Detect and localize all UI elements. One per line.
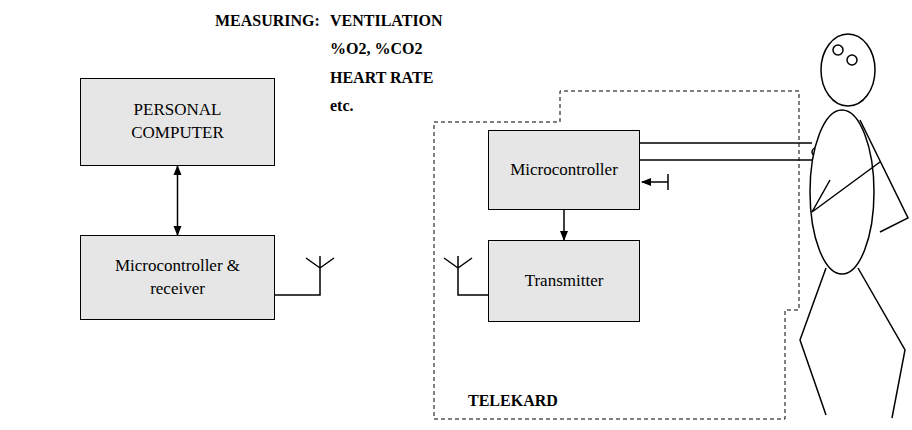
figure-leg	[800, 268, 826, 415]
box-label: Microcontroller	[510, 159, 618, 182]
heading-label: MEASURING:	[215, 12, 320, 30]
dashed-outline	[434, 91, 799, 419]
figure-head	[821, 34, 875, 106]
figure-arm	[812, 162, 880, 212]
box-label: Transmitter	[525, 270, 604, 293]
box-label: PERSONAL COMPUTER	[113, 99, 243, 145]
heart-rate-wire	[642, 181, 668, 183]
antenna-wire	[458, 268, 488, 295]
system-boundary: TELEKARD MicrocontrollerTransmitter	[433, 90, 800, 420]
process-box: Microcontroller & receiver	[80, 235, 275, 320]
process-box: Microcontroller	[488, 130, 640, 210]
process-box: Transmitter	[488, 240, 640, 322]
antenna-symbol	[306, 256, 334, 268]
measured-quantity: %O2, %CO2	[330, 40, 422, 58]
measured-quantity: VENTILATION	[330, 12, 443, 30]
data-arrow	[177, 166, 179, 235]
figure-eye	[833, 45, 843, 55]
measured-quantity: HEART RATE	[330, 69, 433, 87]
figure-arm	[860, 120, 908, 232]
measured-quantity: etc.	[330, 97, 354, 115]
heart-rate-bar	[667, 174, 669, 190]
data-arrow	[563, 210, 565, 240]
figure-eye	[847, 55, 857, 65]
system-name: TELEKARD	[468, 392, 558, 410]
figure-body	[810, 110, 874, 274]
antenna-wire	[275, 268, 320, 295]
process-box: PERSONAL COMPUTER	[80, 78, 275, 166]
figure-leg	[858, 268, 905, 418]
box-label: Microcontroller & receiver	[103, 255, 253, 301]
antenna-symbol	[444, 256, 472, 268]
